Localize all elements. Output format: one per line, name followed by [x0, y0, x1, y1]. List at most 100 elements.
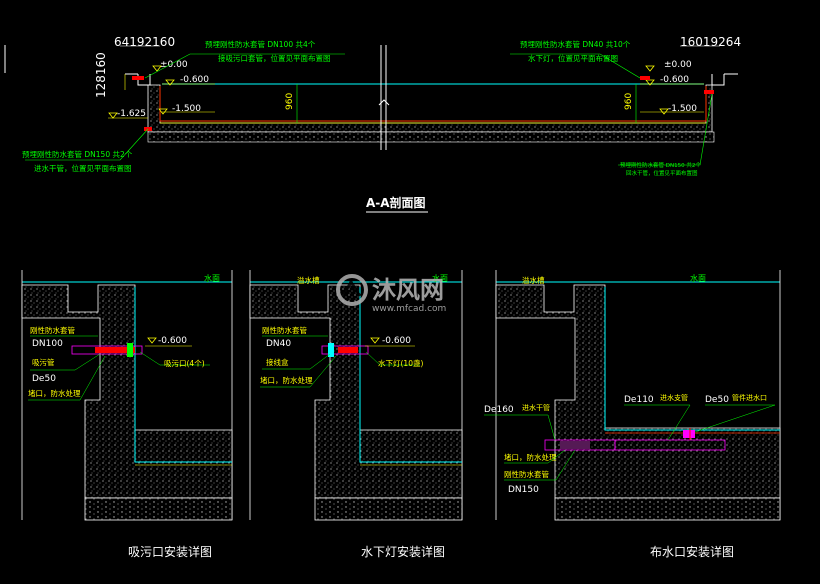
d3-water-label: 水面 [690, 273, 706, 283]
d1-water-label: 水面 [204, 273, 220, 283]
d2-leader-2 [262, 353, 331, 370]
d1-note-4: De50 [32, 374, 56, 384]
watermark-logo-icon [336, 274, 368, 306]
break-symbol [378, 99, 390, 106]
d2-pipe [338, 347, 358, 353]
d2-title: 水下灯安装详图 [361, 544, 445, 559]
d2-note-5: 水下灯(10盏) [378, 358, 423, 368]
d1-leader-2 [30, 353, 101, 371]
pipe-dn100-left [132, 76, 144, 80]
d3-branch-pipe [614, 439, 726, 451]
d3-leader-4 [504, 449, 566, 464]
d1-note-3: 吸污管 [32, 357, 55, 367]
d2-note-2: DN40 [266, 339, 291, 349]
note-tr-1: 预埋刚性防水套管 DN40 共10个 [520, 39, 631, 49]
d3-note-1: De160 [484, 405, 514, 415]
d3-inlet [683, 430, 695, 438]
d2-base [314, 497, 463, 521]
d1-note-6: 吸污口(4个) [164, 359, 205, 368]
dim-right: 16019264 [680, 35, 741, 49]
d2-note-4: 堵口，防水处理 [260, 375, 313, 385]
d2-overflow: 溢水槽 [297, 275, 320, 285]
d1-lining [134, 287, 232, 463]
d3-leader-3 [694, 404, 776, 433]
d3-note-4: 堵口，防水处理 [504, 452, 557, 462]
d1-level: -0.600 [158, 336, 187, 346]
level-marks-left: ±0.00 -0.600 -1.500 -1.625 [108, 60, 215, 119]
watermark-logo-mark [341, 279, 362, 297]
note-bl-2: 进水干管，位置见平面布置图 [34, 163, 132, 173]
note-bl-1: 预埋刚性防水套管 DN150 共2个 [22, 149, 133, 159]
pipe-dn40-right [640, 76, 650, 80]
d3-note-3: De50 [705, 395, 729, 405]
d1-wall [21, 284, 233, 499]
note-tl-1: 预埋刚性防水套管 DN100 共4个 [205, 39, 316, 49]
watermark-url: www.mfcad.com [372, 304, 446, 314]
dim-left: 64192160 [114, 35, 175, 49]
detail-underwater-light: 水面 溢水槽 刚性防水套管 DN40 接线盒 堵口，防水处理 -0.600 水下… [249, 270, 463, 559]
level-0600-right: -0.600 [660, 75, 689, 85]
d2-level-mark [370, 337, 380, 344]
d2-wall [249, 284, 463, 499]
d1-base [84, 497, 233, 521]
d1-sleeve [71, 345, 143, 355]
watermark-brand: 沐风网 [372, 276, 444, 304]
pipe-right [704, 90, 714, 94]
d2-sleeve [321, 345, 369, 355]
right-gutter [711, 74, 725, 86]
dim-960-left: 960 [285, 93, 295, 110]
d2-water-label: 水面 [432, 273, 448, 283]
d2-leader-3 [260, 355, 337, 388]
d2-note-3: 接线盒 [266, 357, 289, 367]
detail-suction-outlet: 水面 刚性防水套管 DN100 吸污管 De50 堵口，防水处理 -0.600 … [21, 270, 233, 559]
d1-flange [127, 343, 133, 357]
note-tr-2: 水下灯，位置见平面布置图 [528, 53, 618, 63]
d3-note-2: De110 [624, 395, 654, 405]
d1-note-2: DN100 [32, 339, 63, 349]
d3-leader-5 [504, 449, 576, 481]
d3-title: 布水口安装详图 [650, 544, 734, 559]
leader-tr [510, 53, 641, 79]
detail-inlet: 水面 溢水槽 De160 进水干管 De110 进水支管 De50 管件进水口 … [484, 270, 781, 559]
section-title: A-A剖面图 [366, 195, 426, 210]
pool-base [147, 131, 715, 143]
level-0600-left: -0.600 [180, 75, 209, 85]
d3-note-3b: 管件进水口 [732, 393, 767, 402]
d3-wall [495, 284, 781, 499]
d3-note-6: DN150 [508, 485, 539, 495]
d1-leader-4 [139, 351, 210, 366]
leader-br [618, 93, 713, 166]
d3-note-1b: 进水干管 [522, 403, 550, 412]
d1-level-mark [147, 337, 157, 344]
d3-leader-1 [484, 414, 556, 441]
d3-note-2b: 进水支管 [660, 393, 688, 402]
level-000-left: ±0.00 [160, 60, 188, 70]
d1-leader-3 [28, 355, 106, 401]
watermark: 沐风网 www.mfcad.com [336, 274, 446, 314]
d1-note-5: 堵口，防水处理 [28, 388, 81, 398]
leader-tl [144, 53, 345, 79]
d1-title: 吸污口安装详图 [128, 544, 212, 559]
d3-overflow: 溢水槽 [522, 275, 545, 285]
note-br-1: 预埋刚性防水套管 DN150 共2个 [620, 161, 701, 169]
d3-note-5: 刚性防水套管 [504, 469, 549, 479]
d2-lining [359, 287, 462, 463]
d2-note-1: 刚性防水套管 [262, 325, 307, 335]
d1-note-1: 刚性防水套管 [30, 325, 75, 335]
dim-left-vertical: 128160 [94, 52, 108, 98]
d1-pipe [95, 347, 135, 353]
d3-main-pipe-fill [560, 441, 590, 449]
leader-bl [25, 128, 149, 161]
section-view: 64192160 16019264 128160 ±0.00 -0.600 -1… [4, 35, 741, 213]
level-1625-left: -1.625 [117, 109, 146, 119]
level-1500-right: -1.500 [668, 104, 697, 114]
level-1500-left: -1.500 [172, 104, 201, 114]
d2-junction [328, 343, 334, 357]
level-marks-right: ±0.00 -0.600 -1.500 [640, 60, 704, 115]
d3-lining [604, 287, 780, 431]
d2-level: -0.600 [382, 336, 411, 346]
level-000-right: ±0.00 [664, 60, 692, 70]
note-tl-2: 接吸污口套管，位置见平面布置图 [218, 53, 331, 63]
d2-leader-4 [365, 351, 420, 366]
